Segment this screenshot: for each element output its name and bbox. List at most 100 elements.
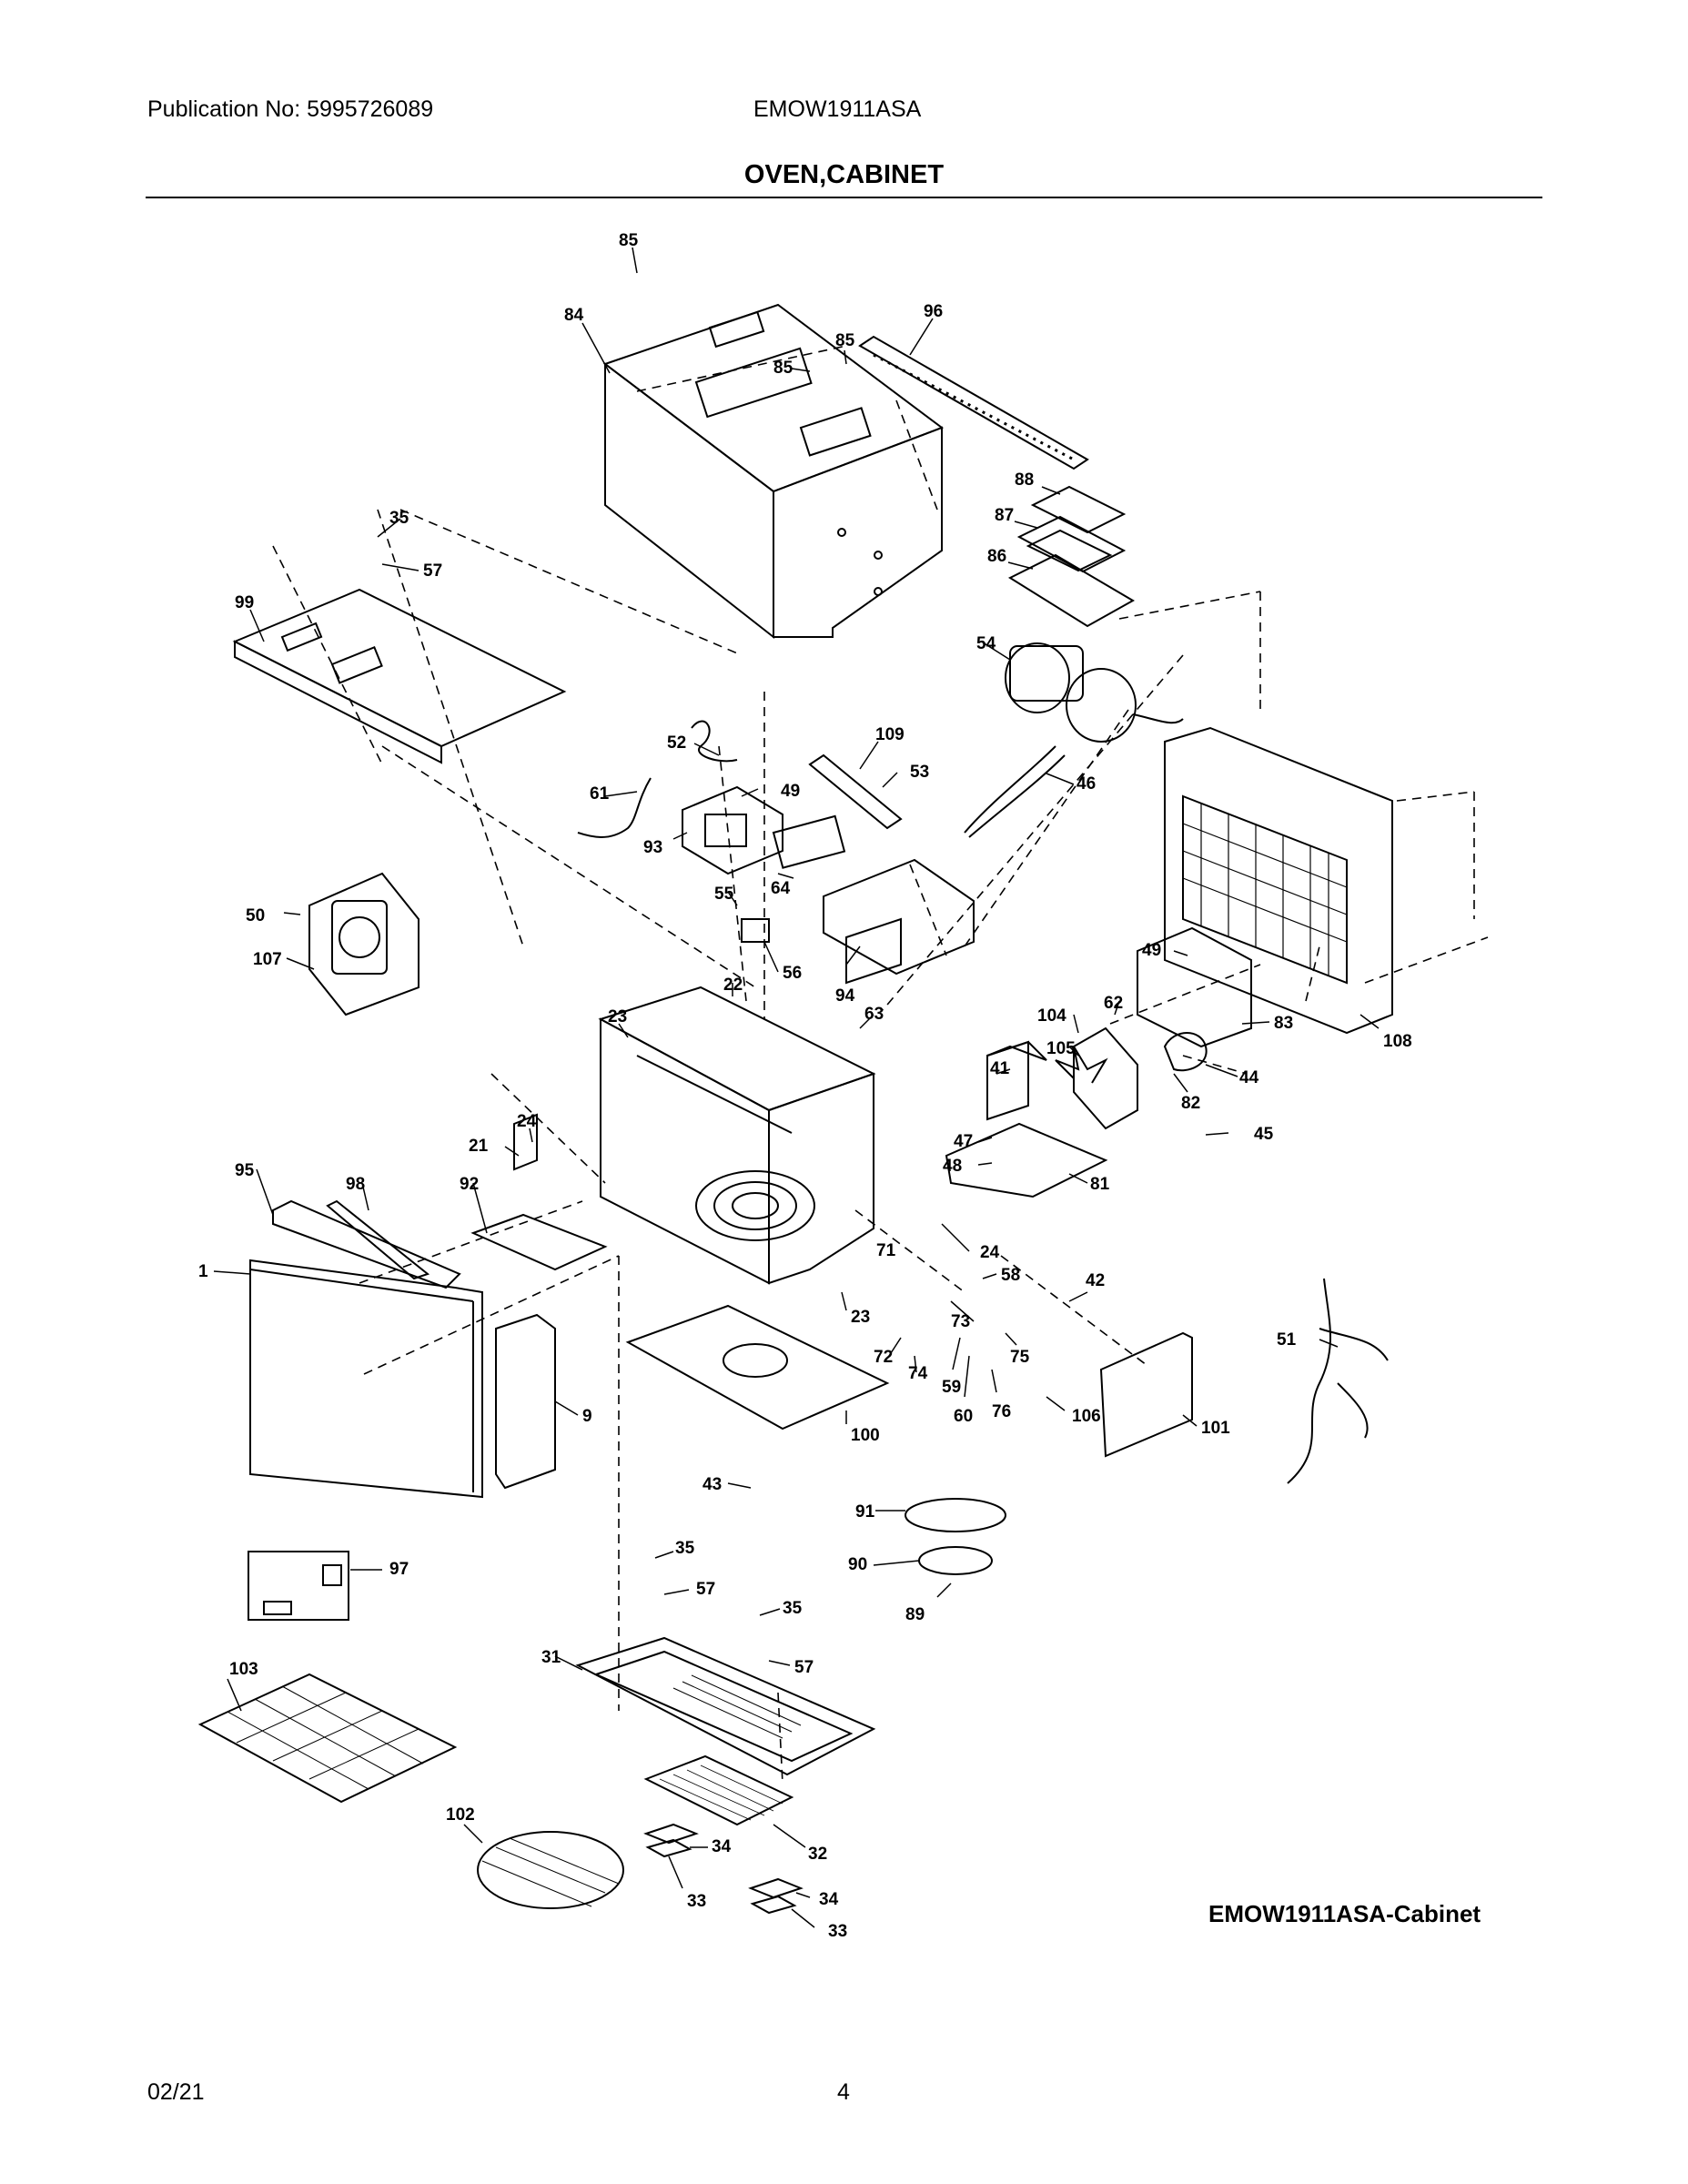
callout-31: 31 (541, 1648, 561, 1667)
callout-86: 86 (987, 547, 1006, 566)
callout-89: 89 (905, 1605, 925, 1624)
left-frame-panel (308, 872, 419, 1016)
callout-24: 24 (517, 1112, 537, 1131)
wire-harness-51 (1287, 1278, 1389, 1484)
callout-94: 94 (835, 986, 855, 1006)
oven-cavity (598, 986, 876, 1285)
callout-92: 92 (460, 1175, 479, 1194)
light-socket-2 (750, 1895, 797, 1915)
roller-ring (905, 1498, 1006, 1532)
callout-55: 55 (714, 885, 734, 904)
transformer (986, 1040, 1047, 1121)
callout-98: 98 (346, 1175, 365, 1194)
callout-75: 75 (1010, 1348, 1030, 1367)
vent-grille-strip (858, 335, 1089, 470)
model-number: EMOW1911ASA (753, 96, 922, 122)
callout-50: 50 (246, 906, 265, 925)
callout-22: 22 (723, 976, 743, 995)
callout-101: 101 (1201, 1419, 1230, 1438)
callout-95: 95 (235, 1161, 255, 1180)
callout-24b: 24 (980, 1243, 1000, 1262)
publication-number: Publication No: 5995726089 (147, 96, 434, 122)
callout-74: 74 (908, 1364, 928, 1383)
callout-102: 102 (446, 1805, 475, 1825)
callout-45: 45 (1254, 1125, 1274, 1144)
stirrer-motor (1163, 1032, 1208, 1072)
callout-57: 57 (423, 561, 442, 581)
callout-104: 104 (1037, 1006, 1066, 1026)
callout-63: 63 (864, 1005, 884, 1024)
control-panel-door (495, 1313, 556, 1490)
callout-84: 84 (564, 306, 584, 325)
component-base (1137, 926, 1252, 1048)
callout-33b: 33 (828, 1922, 847, 1941)
assembly-guide-lines (272, 345, 1489, 1785)
back-panel (1164, 726, 1393, 1035)
publication-date: 02/21 (147, 2079, 205, 2105)
grease-filter (643, 1754, 794, 1826)
callout-64: 64 (771, 879, 791, 898)
callout-83: 83 (1274, 1014, 1293, 1033)
light-socket (645, 1838, 692, 1858)
callout-35: 35 (389, 509, 409, 528)
callout-87: 87 (995, 506, 1014, 525)
callout-93: 93 (643, 838, 662, 857)
callout-47: 47 (954, 1132, 973, 1151)
callout-1: 1 (198, 1262, 208, 1281)
roller-ring-2 (918, 1546, 993, 1575)
callout-56: 56 (783, 964, 802, 983)
callout-109: 109 (875, 725, 905, 744)
callout-48: 48 (943, 1157, 962, 1176)
diagram-caption: EMOW1911ASA-Cabinet (1208, 1900, 1481, 1927)
callout-97: 97 (389, 1560, 409, 1579)
filter-stack (1007, 485, 1136, 628)
callout-76: 76 (992, 1402, 1011, 1421)
callout-9: 9 (582, 1407, 592, 1426)
door-trim (272, 1199, 461, 1289)
blower-motor (1005, 642, 1184, 743)
bottom-tray (625, 1304, 890, 1431)
callout-34: 34 (712, 1837, 732, 1856)
callout-105: 105 (1046, 1039, 1076, 1058)
page-title: OVEN,CABINET (743, 160, 945, 189)
callout-60: 60 (954, 1407, 973, 1426)
callout-57b: 57 (696, 1580, 715, 1599)
wire-rack (197, 1673, 458, 1804)
callout-72: 72 (874, 1348, 893, 1367)
callout-96: 96 (924, 302, 943, 321)
control-bracket (682, 720, 783, 875)
callout-59: 59 (942, 1378, 961, 1397)
callout-62: 62 (1104, 994, 1123, 1013)
leader-lines (213, 247, 1380, 1928)
callout-49b: 49 (1142, 941, 1161, 960)
outer-cabinet-wrapper (602, 303, 945, 640)
callout-54: 54 (976, 634, 996, 653)
base-plate (945, 1122, 1108, 1198)
light-cover-2 (748, 1877, 804, 1899)
callout-85c: 85 (773, 359, 793, 378)
title-rule (146, 197, 1542, 198)
callout-88: 88 (1015, 470, 1034, 490)
callout-90: 90 (848, 1555, 867, 1574)
literature-kit (248, 1551, 349, 1621)
cooling-fan (1055, 1026, 1138, 1130)
callout-46: 46 (1076, 774, 1096, 794)
callout-81: 81 (1090, 1175, 1110, 1194)
wire-harness-46 (964, 745, 1066, 838)
air-duct (823, 858, 975, 985)
callout-21: 21 (469, 1137, 489, 1156)
callout-52: 52 (667, 733, 686, 753)
callout-33: 33 (687, 1892, 706, 1911)
callout-107: 107 (253, 950, 282, 969)
callout-35b: 35 (675, 1539, 695, 1558)
callout-91: 91 (855, 1502, 875, 1522)
oven-door (249, 1259, 483, 1499)
trim-insert (326, 1199, 430, 1280)
power-cord (577, 777, 652, 838)
side-bracket (1099, 1331, 1193, 1458)
round-rack (477, 1831, 624, 1909)
callout-108: 108 (1383, 1032, 1412, 1051)
callout-43: 43 (702, 1475, 722, 1494)
